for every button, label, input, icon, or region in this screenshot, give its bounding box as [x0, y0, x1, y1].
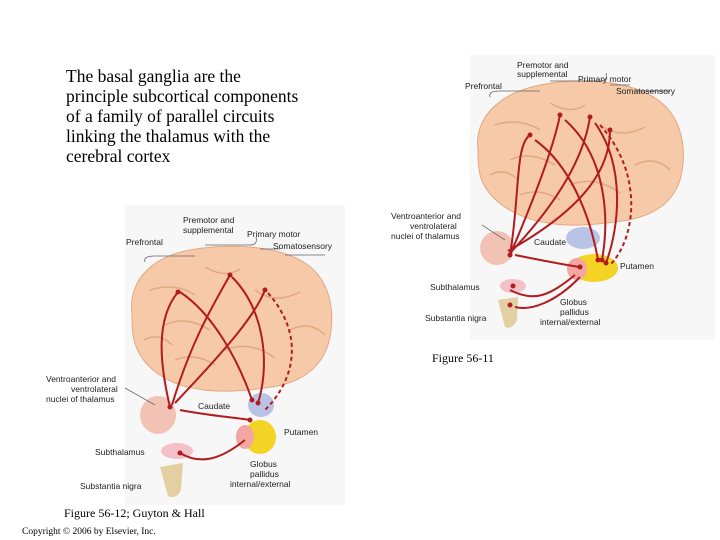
label-subthalamus: Subthalamus [95, 447, 145, 457]
label-premotor: Premotor and [517, 60, 569, 70]
brain-folds [143, 266, 326, 366]
figure-right-caption: Figure 56-11 [432, 351, 494, 365]
label-subthalamus: Subthalamus [430, 282, 480, 292]
thalamus-shape [140, 396, 176, 434]
label-brackets [144, 236, 325, 263]
label-thalamus: ventrolateral [410, 221, 457, 231]
label-brackets [489, 72, 670, 98]
brain-folds [489, 102, 671, 201]
label-globus: pallidus [560, 307, 589, 317]
pathway-dots [507, 112, 613, 308]
label-somatosensory: Somatosensory [616, 86, 676, 96]
label-thalamus: Ventroanterior and [391, 211, 461, 221]
label-putamen: Putamen [620, 261, 654, 271]
intro-line: of a family of parallel circuits [66, 106, 275, 126]
label-substantia: Substantia nigra [80, 481, 142, 491]
label-thalamus: ventrolateral [71, 384, 118, 394]
label-premotor: supplemental [183, 225, 234, 235]
pathway-arrows [160, 274, 293, 461]
figure-right-svg: Premotor and supplemental Primary motor … [391, 55, 715, 340]
thalamus-shape [480, 231, 514, 265]
copyright-notice: Copyright © 2006 by Elsevier, Inc. [22, 527, 156, 537]
intro-line: The basal ganglia are the [66, 66, 241, 86]
label-premotor: supplemental [517, 69, 568, 79]
label-primary-motor: Primary motor [578, 74, 632, 84]
label-prefrontal: Prefrontal [126, 237, 163, 247]
figure-left-caption: Figure 56-12; Guyton & Hall [64, 506, 205, 520]
figure-right-diagram: Premotor and supplemental Primary motor … [370, 55, 715, 340]
substantia-shape [160, 463, 183, 498]
figure-left-svg: Premotor and supplemental Primary motor … [46, 205, 345, 505]
label-somatosensory: Somatosensory [273, 241, 333, 251]
label-prefrontal: Prefrontal [465, 81, 502, 91]
label-substantia: Substantia nigra [425, 313, 487, 323]
label-putamen: Putamen [284, 427, 318, 437]
brain-shape [131, 245, 333, 392]
intro-text: The basal ganglia are the principle subc… [66, 66, 366, 166]
thalamus-leader [124, 387, 156, 406]
label-globus: pallidus [250, 469, 279, 479]
substantia-shape [498, 297, 518, 328]
intro-line: linking the thalamus with the [66, 126, 271, 146]
label-caudate: Caudate [198, 401, 230, 411]
thalamus-leader [481, 224, 506, 241]
label-caudate: Caudate [534, 237, 566, 247]
caudate-shape [248, 393, 274, 417]
label-globus: Globus [560, 297, 587, 307]
label-premotor: Premotor and [183, 215, 235, 225]
label-thalamus: nuclei of thalamus [46, 394, 115, 404]
intro-line: principle subcortical components [66, 86, 299, 106]
figure-left-diagram: Premotor and supplemental Primary motor … [40, 205, 355, 505]
label-globus: internal/external [230, 479, 291, 489]
label-thalamus: nuclei of thalamus [391, 231, 460, 241]
pathway-dots [167, 272, 268, 456]
pathway-arrows [507, 114, 633, 309]
label-globus: Globus [250, 459, 277, 469]
putamen-shape [244, 420, 276, 454]
intro-line: cerebral cortex [66, 146, 171, 166]
label-globus: internal/external [540, 317, 601, 327]
label-primary-motor: Primary motor [247, 229, 301, 239]
label-thalamus: Ventroanterior and [46, 374, 116, 384]
globus-shape [567, 258, 587, 280]
